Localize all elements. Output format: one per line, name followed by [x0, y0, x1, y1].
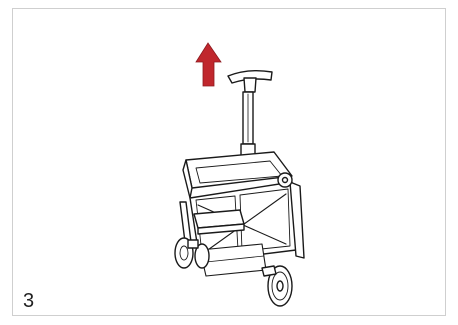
handle-grip: [228, 71, 272, 92]
lower-basket: [200, 244, 266, 276]
up-arrow-icon: [196, 43, 221, 86]
rear-wheel: [262, 266, 292, 306]
handle-pole: [241, 92, 255, 158]
footrest: [194, 210, 244, 234]
